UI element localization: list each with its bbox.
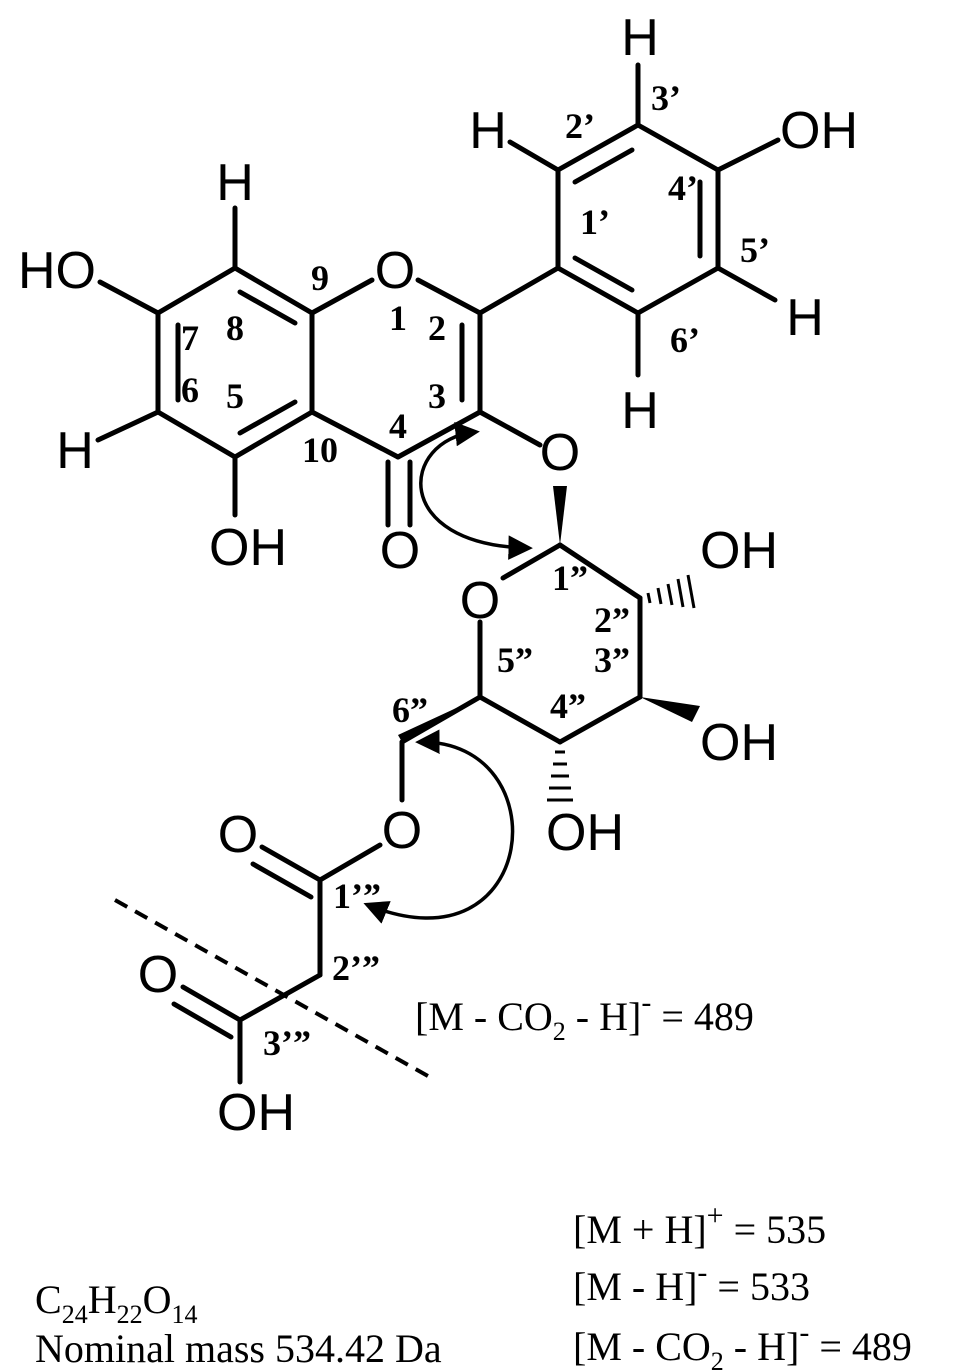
position-label: 10 bbox=[302, 430, 338, 470]
ion-co2-loss: [M - CO2 - H]- = 489 bbox=[573, 1316, 912, 1372]
atom-o-carbonyl-3: O bbox=[138, 946, 178, 1004]
position-label: 5 bbox=[226, 376, 244, 416]
molecular-formula: C24H22O14 bbox=[35, 1277, 197, 1329]
position-label: 2’ bbox=[565, 106, 595, 146]
atom-o-1: O bbox=[375, 242, 415, 300]
position-label: 3 bbox=[428, 376, 446, 416]
atom-h-6: H bbox=[56, 422, 94, 480]
position-label: 2’” bbox=[332, 948, 380, 988]
position-label: 7 bbox=[181, 318, 199, 358]
position-label: 2” bbox=[594, 600, 630, 640]
position-label: 3’” bbox=[263, 1023, 311, 1063]
position-label: 4 bbox=[389, 406, 407, 446]
atom-oh-2pp: OH bbox=[700, 522, 778, 580]
bond-lines bbox=[95, 62, 781, 1085]
position-label: 4’ bbox=[668, 168, 698, 208]
atom-h-8: H bbox=[216, 154, 254, 212]
atom-o-3: O bbox=[540, 424, 580, 482]
position-label: 5” bbox=[497, 640, 533, 680]
atom-oh-5: OH bbox=[209, 519, 287, 577]
atom-o-carbonyl-1: O bbox=[218, 806, 258, 864]
atom-ho-7: HO bbox=[18, 242, 96, 300]
position-label: 1’” bbox=[333, 876, 381, 916]
position-label: 1 bbox=[389, 298, 407, 338]
fragment-annotation: [M - CO2 - H]- = 489 bbox=[415, 986, 754, 1046]
position-label: 3” bbox=[594, 640, 630, 680]
atom-o-4: O bbox=[380, 522, 420, 580]
atom-h-2p: H bbox=[469, 102, 507, 160]
position-label: 1’ bbox=[580, 202, 610, 242]
position-label: 2 bbox=[428, 308, 446, 348]
position-label: 6” bbox=[392, 690, 428, 730]
ion-positive: [M + H]+ = 535 bbox=[573, 1199, 826, 1252]
atom-oh-4p: OH bbox=[780, 102, 858, 160]
atom-o-ester: O bbox=[382, 802, 422, 860]
cleavage-line bbox=[114, 898, 436, 1082]
atom-h-6p: H bbox=[621, 382, 659, 440]
atom-labels: H HO O H OH O H H OH H H O O OH OH OH O … bbox=[18, 9, 858, 1142]
stereo-hashes bbox=[547, 574, 696, 802]
position-label: 6 bbox=[181, 370, 199, 410]
position-label: 8 bbox=[226, 308, 244, 348]
hmbc-arrow-1 bbox=[419, 421, 533, 560]
nominal-mass: Nominal mass 534.42 Da bbox=[35, 1326, 442, 1371]
position-label: 9 bbox=[311, 258, 329, 298]
atom-h-5p: H bbox=[786, 289, 824, 347]
atom-oh-3pp: OH bbox=[700, 714, 778, 772]
hmbc-arrow-2 bbox=[363, 729, 515, 924]
position-label: 5’ bbox=[740, 230, 770, 270]
position-label: 4” bbox=[550, 686, 586, 726]
atom-o-ring: O bbox=[460, 572, 500, 630]
position-label: 3’ bbox=[651, 78, 681, 118]
atom-oh-4pp: OH bbox=[546, 804, 624, 862]
position-labels: 9 8 1 2 7 6 5 3 4 10 3’ 2’ 4’ 1’ 5’ 6’ 1… bbox=[181, 78, 770, 1063]
position-label: 1” bbox=[552, 558, 588, 598]
position-label: 6’ bbox=[670, 320, 700, 360]
atom-oh-acid: OH bbox=[217, 1084, 295, 1142]
atom-h-3p: H bbox=[621, 9, 659, 67]
ion-negative: [M - H]- = 533 bbox=[573, 1256, 810, 1309]
